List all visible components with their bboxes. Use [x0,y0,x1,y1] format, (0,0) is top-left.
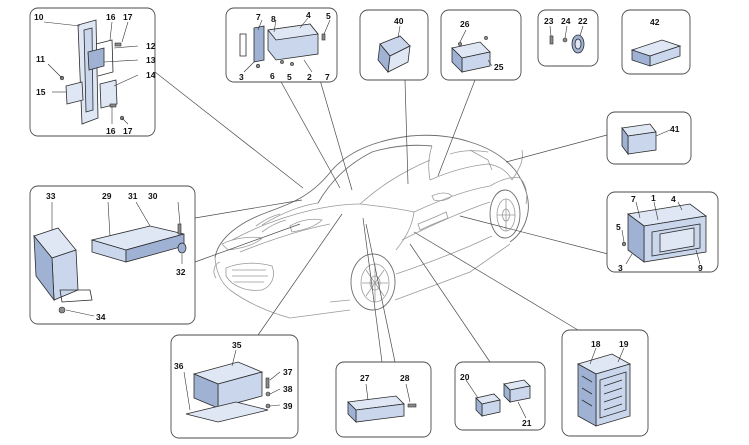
callout-12: 12 [146,41,156,51]
callout-36: 36 [174,361,184,371]
callout-17-top: 17 [123,12,133,22]
box-ecu-assembly [225,7,338,83]
callout-42: 42 [650,17,660,27]
callout-23: 23 [544,16,554,26]
callout-6: 6 [270,71,275,81]
callout-15: 15 [36,87,46,97]
callout-38: 38 [283,384,293,394]
box-right-assembly [606,191,719,273]
callout-5-c: 5 [616,222,621,232]
callout-5-a: 5 [326,11,331,21]
callout-16-top: 16 [106,12,116,22]
box-bracket-assembly [29,7,156,137]
callout-3-b: 3 [618,263,623,273]
callout-33: 33 [46,191,56,201]
leader-lines [154,71,609,363]
callout-17-bottom: 17 [123,126,133,136]
callout-3-a: 3 [239,72,244,82]
callout-2: 2 [307,72,312,82]
callout-41: 41 [670,124,680,134]
box-ecu-35-39 [170,334,299,439]
box-ecu-29-34 [29,185,196,325]
callout-37: 37 [283,367,293,377]
callout-11: 11 [36,54,45,64]
callout-19: 19 [619,339,629,349]
callout-29: 29 [102,191,112,201]
callout-27: 27 [360,373,370,383]
box-part-40 [359,9,429,81]
callout-28: 28 [400,373,410,383]
callout-20: 20 [460,372,470,382]
callout-1: 1 [651,193,656,203]
car-outline-icon [213,134,529,319]
callout-30: 30 [148,191,158,201]
callout-7-a: 7 [256,12,261,22]
callout-39: 39 [283,401,293,411]
box-parts-22-24 [537,9,599,67]
callout-4-a: 4 [306,10,311,20]
box-fuse-box-18-19 [561,329,649,437]
callout-16-bottom: 16 [106,126,116,136]
callout-26: 26 [460,19,470,29]
callout-7-b: 7 [325,72,330,82]
callout-8: 8 [271,14,276,24]
callout-22: 22 [578,16,588,26]
box-parts-25-26 [440,9,522,81]
callout-4-b: 4 [671,194,676,204]
box-modules-20-21 [454,361,546,431]
callout-9: 9 [698,263,703,273]
callout-7-c: 7 [631,194,636,204]
callout-18: 18 [591,339,601,349]
callout-40: 40 [394,16,404,26]
callout-34: 34 [96,312,106,322]
callout-25: 25 [494,62,504,72]
callout-24: 24 [561,16,571,26]
callout-35: 35 [232,340,242,350]
box-antenna-27-28 [335,361,432,438]
callout-10: 10 [34,12,44,22]
box-part-42 [621,9,691,75]
callout-5-b: 5 [287,72,292,82]
callout-32: 32 [176,267,186,277]
callout-14: 14 [146,70,156,80]
box-part-41 [606,111,692,165]
callout-31: 31 [128,191,138,201]
callout-21: 21 [522,418,532,428]
callout-13: 13 [146,55,156,65]
